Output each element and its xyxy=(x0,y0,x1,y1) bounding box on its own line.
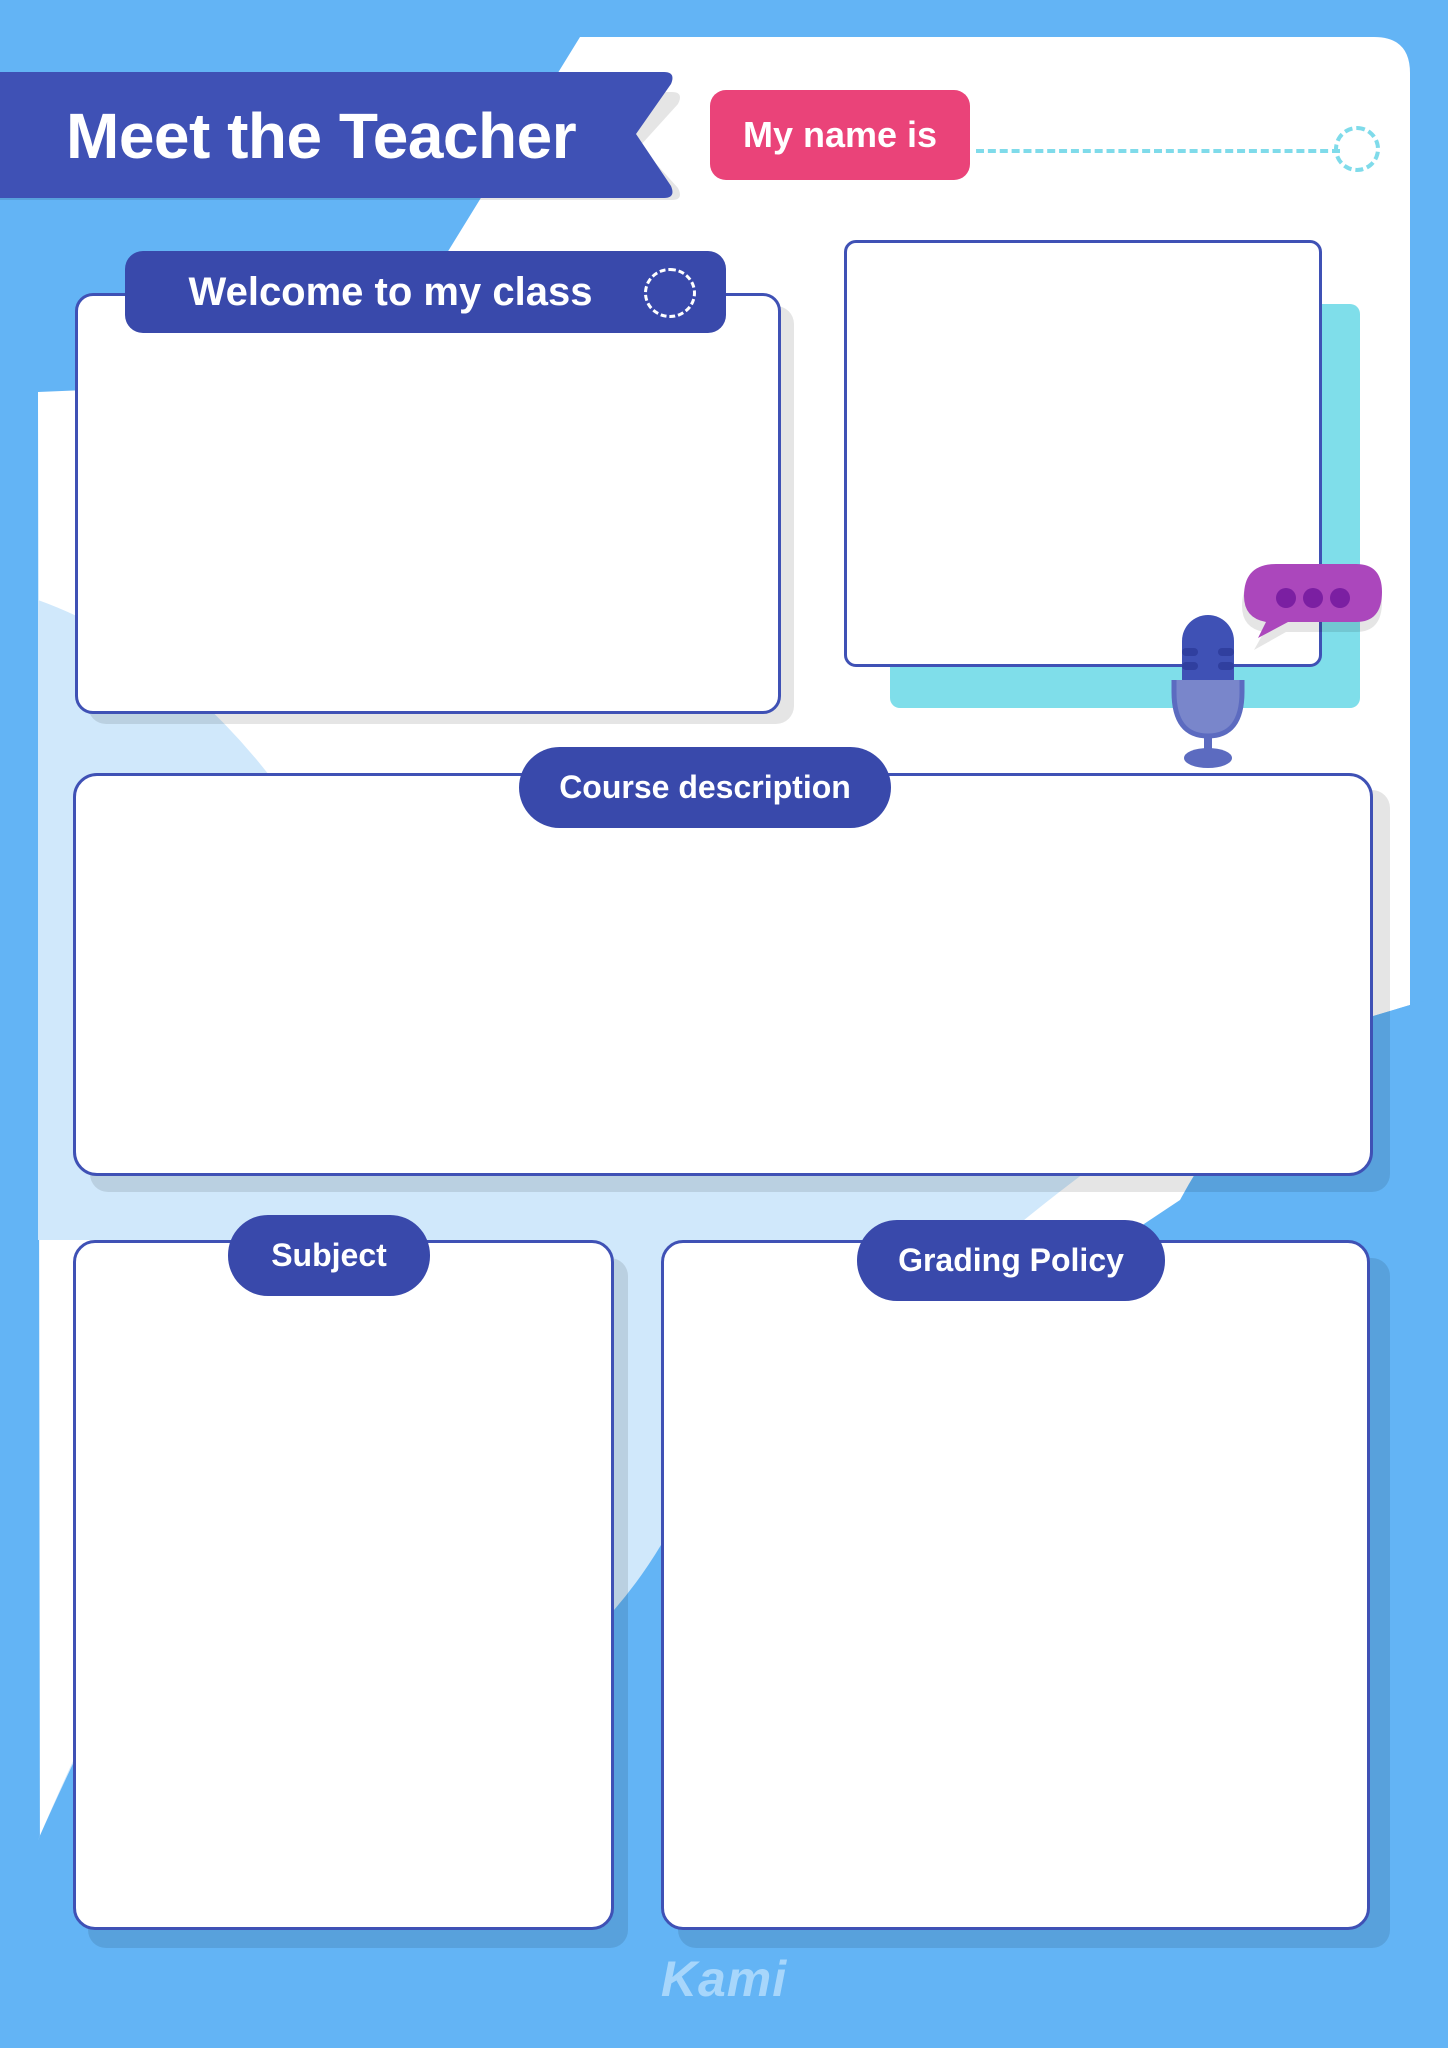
name-end-circle-icon xyxy=(1334,126,1380,172)
speech-bubble-icon xyxy=(1242,564,1382,650)
subject-label-pill: Subject xyxy=(228,1215,430,1296)
kami-logo: Kami xyxy=(660,1951,788,2007)
welcome-textbox[interactable] xyxy=(75,293,781,714)
course-description-textbox[interactable] xyxy=(73,773,1373,1176)
name-label-pill: My name is xyxy=(710,90,970,180)
name-input-line[interactable] xyxy=(976,149,1340,153)
grading-policy-label: Grading Policy xyxy=(898,1242,1124,1278)
welcome-label-pill: Welcome to my class xyxy=(125,251,726,333)
name-label: My name is xyxy=(742,114,938,155)
grading-policy-label-pill: Grading Policy xyxy=(857,1220,1165,1301)
subject-label: Subject xyxy=(271,1237,387,1273)
title-banner xyxy=(0,72,673,198)
subject-textbox[interactable] xyxy=(73,1240,614,1930)
dashed-circle-icon xyxy=(644,268,696,318)
grading-policy-textbox[interactable] xyxy=(661,1240,1370,1930)
course-description-label: Course description xyxy=(559,769,851,805)
welcome-label: Welcome to my class xyxy=(188,269,593,314)
page-title: Meet the Teacher xyxy=(66,100,577,172)
course-description-label-pill: Course description xyxy=(519,747,891,828)
microphone-speech-illustration xyxy=(1171,564,1382,768)
microphone-icon xyxy=(1171,615,1245,768)
photo-frame[interactable] xyxy=(844,240,1322,667)
